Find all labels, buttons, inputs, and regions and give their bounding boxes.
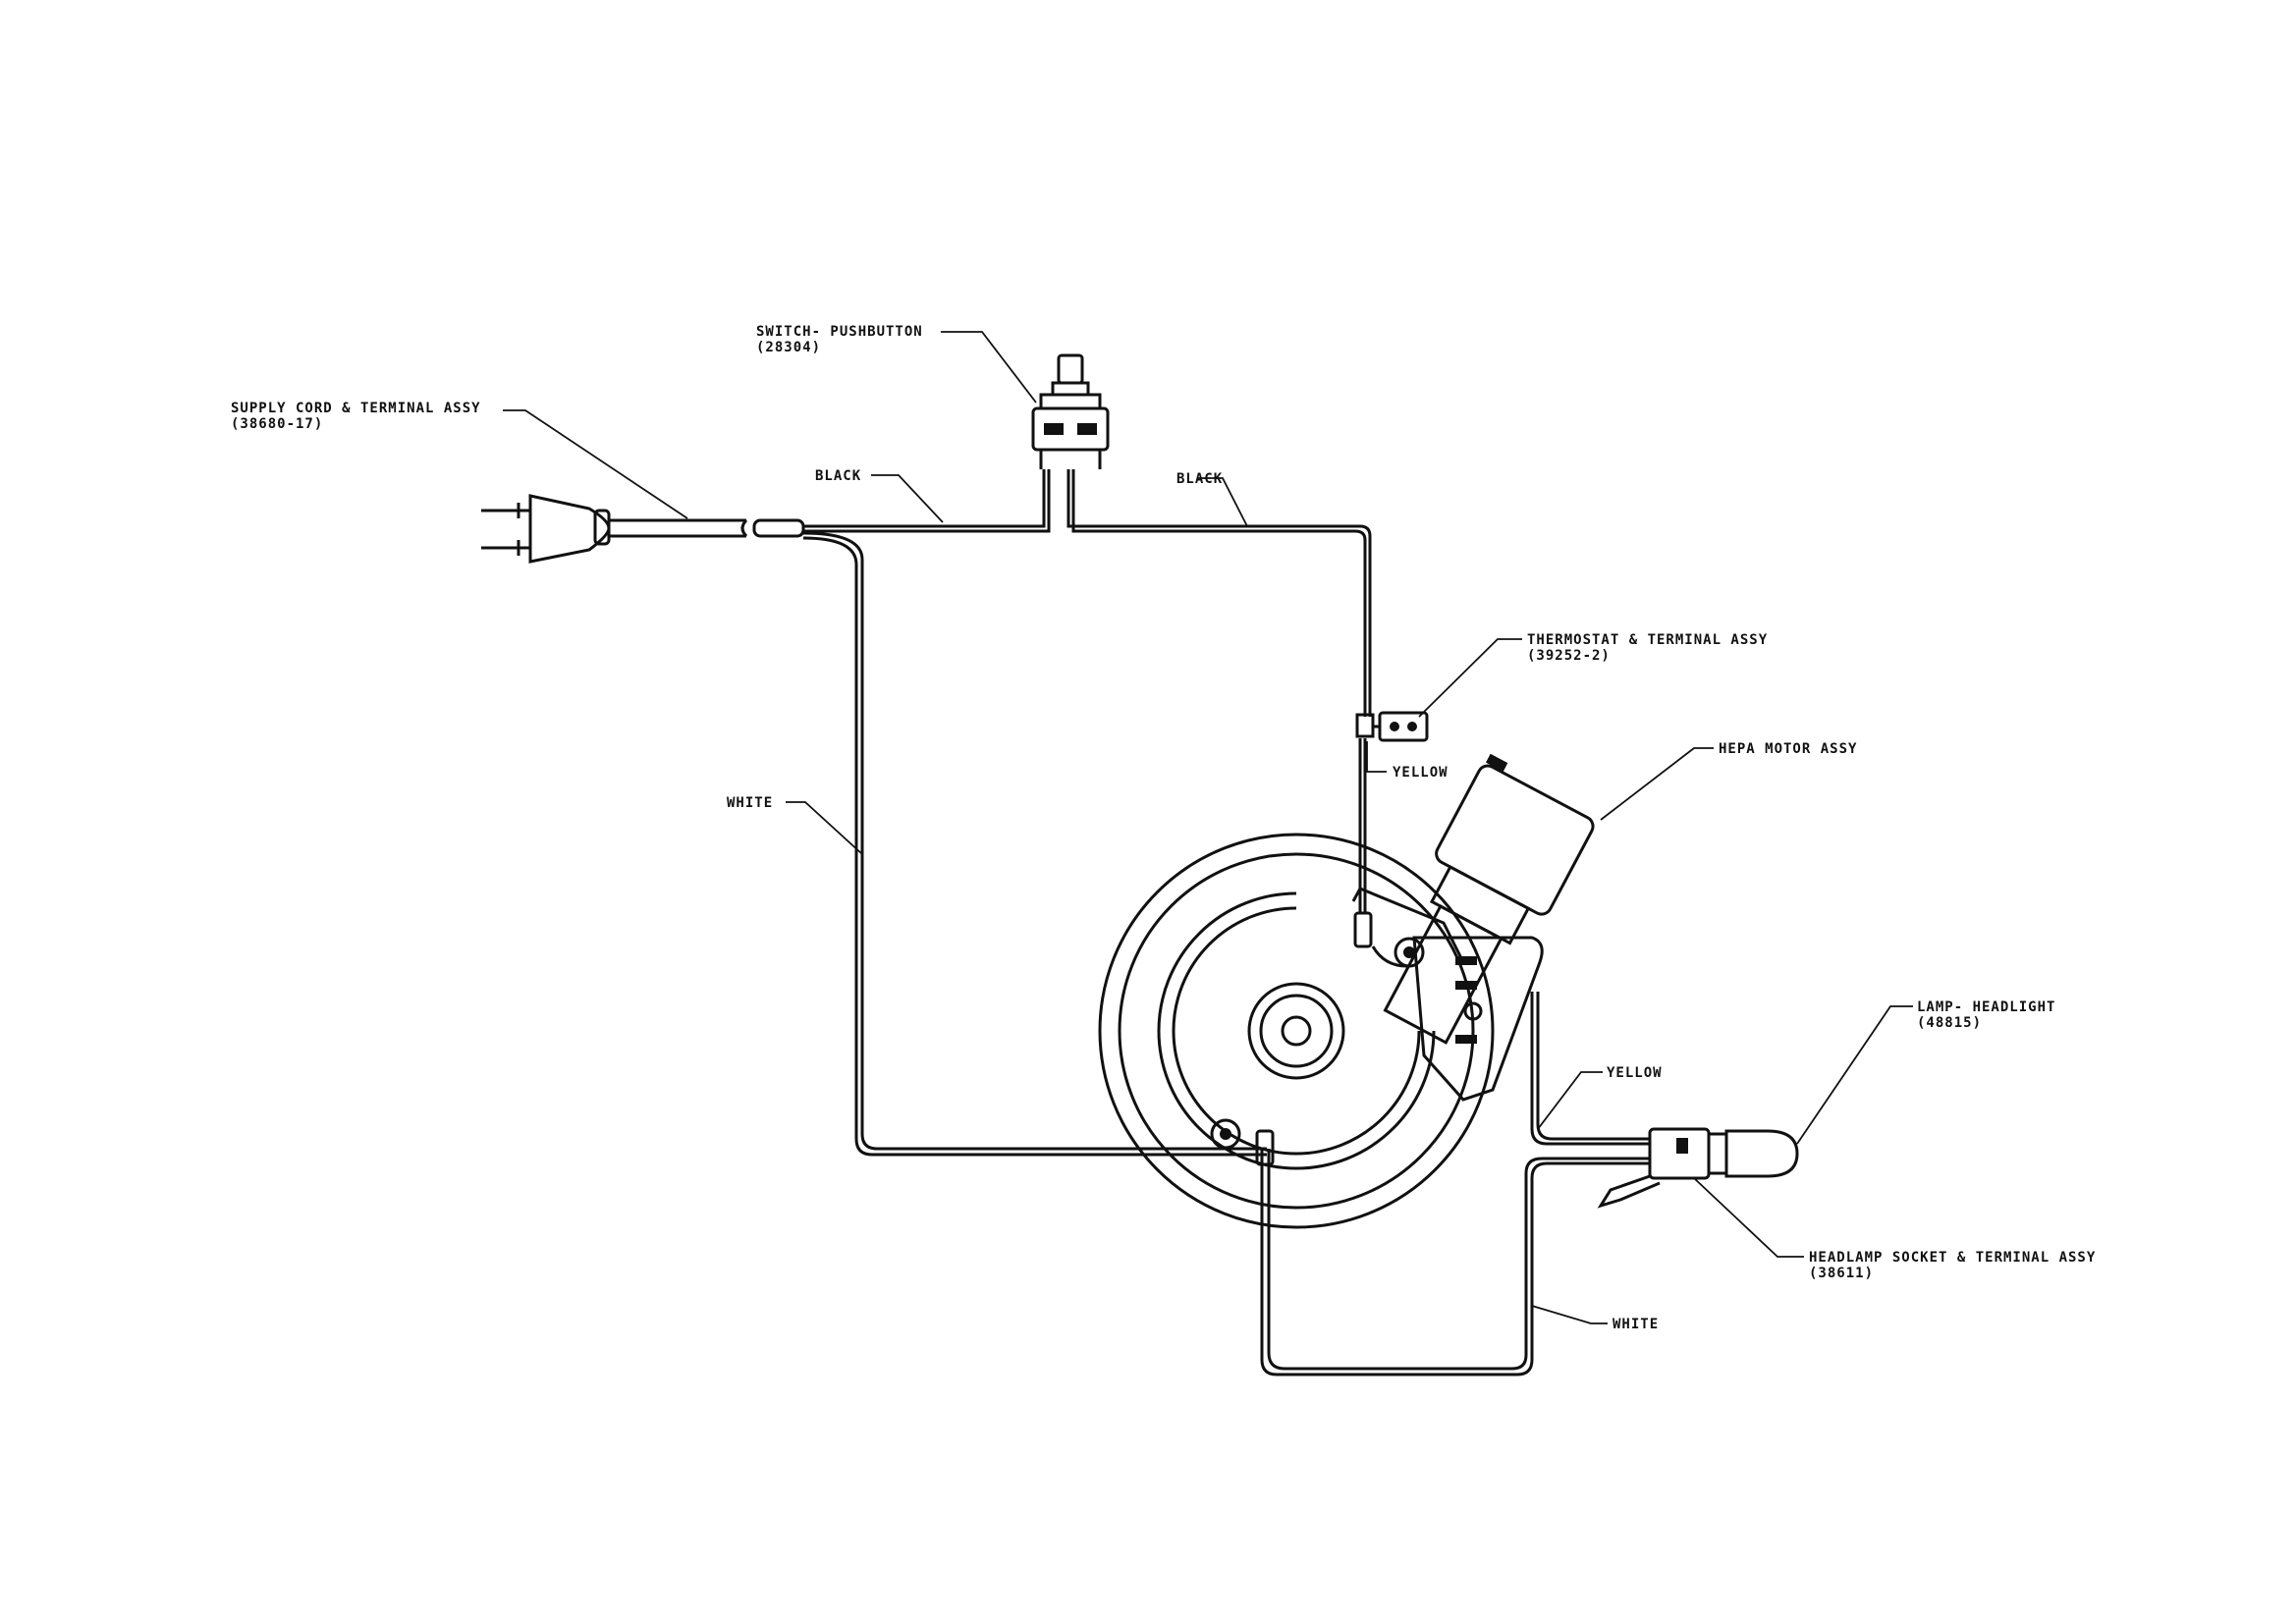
white-wire-bottom-label: WHITE bbox=[1613, 1317, 1659, 1332]
headlamp-socket-label: HEADLAMP SOCKET & TERMINAL ASSY bbox=[1809, 1250, 2096, 1266]
hepa-motor-housing bbox=[1098, 753, 1595, 1229]
leader-lines bbox=[503, 331, 1913, 1324]
pushbutton-switch bbox=[1031, 353, 1110, 469]
thermostat-part-number: (39252-2) bbox=[1527, 648, 1611, 664]
white-wire-left-label: WHITE bbox=[727, 795, 773, 811]
supply-cord-part-number: (38680-17) bbox=[231, 416, 323, 432]
diagram-labels: SWITCH- PUSHBUTTON (28304) SUPPLY CORD &… bbox=[231, 324, 2096, 1332]
switch-part-number: (28304) bbox=[756, 340, 821, 355]
wires bbox=[802, 469, 1650, 1376]
yellow-wire-lower-label: YELLOW bbox=[1607, 1065, 1663, 1081]
thermostat-label: THERMOSTAT & TERMINAL ASSY bbox=[1527, 632, 1768, 648]
supply-cord-label: SUPPLY CORD & TERMINAL ASSY bbox=[231, 401, 481, 416]
headlamp-assembly bbox=[1597, 1127, 1799, 1209]
thermostat bbox=[1355, 711, 1429, 742]
headlamp-socket-part-number: (38611) bbox=[1809, 1266, 1874, 1281]
lamp-part-number: (48815) bbox=[1917, 1015, 1982, 1031]
switch-label: SWITCH- PUSHBUTTON bbox=[756, 324, 923, 340]
yellow-wire-upper-label: YELLOW bbox=[1393, 765, 1449, 781]
lamp-label: LAMP- HEADLIGHT bbox=[1917, 999, 2055, 1015]
hepa-motor-label: HEPA MOTOR ASSY bbox=[1719, 741, 1857, 757]
black-wire-left-label: BLACK bbox=[815, 468, 861, 484]
supply-cord-plug bbox=[481, 494, 805, 564]
black-wire-right-label: BLACK bbox=[1176, 471, 1223, 487]
